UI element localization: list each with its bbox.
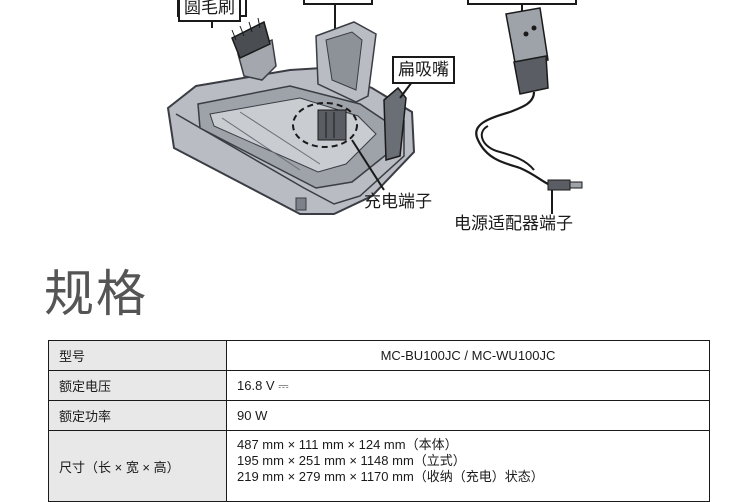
adapter-cable-shape bbox=[475, 91, 549, 185]
spec-value: MC-BU100JC / MC-WU100JC bbox=[226, 340, 710, 371]
flat-nozzle-shape bbox=[383, 86, 407, 161]
section-title: 规格 bbox=[44, 265, 148, 323]
dimension-line: 487 mm × 111 mm × 124 mm（本体） bbox=[237, 437, 458, 452]
product-illustration: 圆毛刷 扁吸嘴 充电端子 电源适配器端子 bbox=[0, 0, 750, 245]
spec-value-multiline: 487 mm × 111 mm × 124 mm（本体） 195 mm × 25… bbox=[226, 430, 710, 502]
dimension-line: 219 mm × 279 mm × 1170 mm（收纳（充电）状态） bbox=[237, 469, 544, 484]
dimension-line: 195 mm × 251 mm × 1148 mm（立式） bbox=[237, 453, 466, 468]
table-row: 型号 MC-BU100JC / MC-WU100JC bbox=[48, 340, 710, 371]
spec-value: 90 W bbox=[226, 400, 710, 431]
spec-key: 尺寸（长 × 宽 × 高） bbox=[48, 430, 227, 502]
label-adapter-terminal: 电源适配器端子 bbox=[454, 214, 573, 234]
label-box-top-2 bbox=[303, 0, 373, 5]
label-flat-nozzle: 扁吸嘴 bbox=[392, 56, 455, 84]
label-charging-terminal: 充电端子 bbox=[364, 192, 432, 212]
round-brush-shape bbox=[231, 20, 271, 60]
label-box-top-3 bbox=[467, 0, 577, 5]
charging-terminal-highlight bbox=[292, 102, 358, 148]
power-adapter-shape bbox=[505, 7, 549, 69]
charging-terminal-shape bbox=[317, 109, 347, 141]
charging-stand-drawing bbox=[166, 0, 583, 215]
table-row: 额定电压 16.8 V ⎓ bbox=[48, 370, 710, 401]
spec-value: 16.8 V ⎓ bbox=[226, 370, 710, 401]
table-row: 尺寸（长 × 宽 × 高） 487 mm × 111 mm × 124 mm（本… bbox=[48, 430, 710, 502]
spec-key: 额定功率 bbox=[48, 400, 227, 431]
adapter-plug-shape bbox=[569, 181, 583, 189]
label-round-brush: 圆毛刷 bbox=[178, 0, 241, 22]
specs-table: 型号 MC-BU100JC / MC-WU100JC 额定电压 16.8 V ⎓… bbox=[48, 340, 710, 502]
table-row: 额定功率 90 W bbox=[48, 400, 710, 431]
spec-key: 型号 bbox=[48, 340, 227, 371]
spec-key: 额定电压 bbox=[48, 370, 227, 401]
